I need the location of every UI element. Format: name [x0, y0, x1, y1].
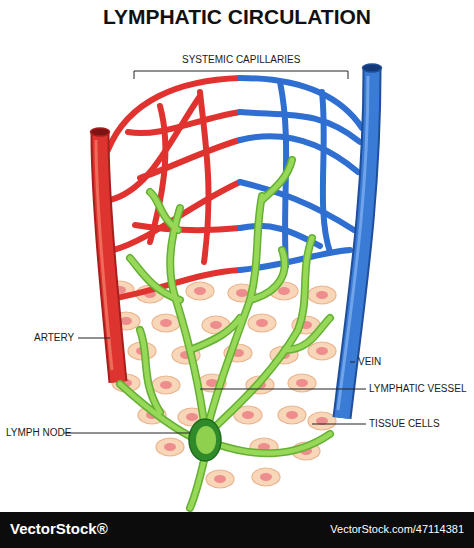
- leader-line: [350, 362, 355, 363]
- tissue-cell: [206, 470, 234, 488]
- part-label: SYSTEMIC CAPILLARIES: [182, 54, 300, 66]
- tissue-cell: [248, 314, 276, 332]
- tissue-cell: [152, 314, 180, 332]
- tissue-cell: [308, 342, 336, 360]
- tissue-cell: [152, 376, 180, 394]
- part-label: ARTERY: [34, 332, 74, 344]
- watermark-bar: [0, 512, 474, 548]
- part-label: TISSUE CELLS: [369, 418, 440, 430]
- leader-line: [312, 424, 366, 425]
- lymphatic-vessels: [120, 160, 330, 508]
- lymph-node-shape: [189, 419, 221, 461]
- vein-vessel: [338, 64, 382, 418]
- part-label: VEIN: [358, 356, 381, 368]
- tissue-cell: [308, 412, 336, 430]
- tissue-cell: [156, 438, 184, 456]
- capillaries-bracket: [134, 71, 348, 79]
- tissue-cell: [252, 468, 280, 486]
- watermark: VectorStock.com/47114381: [330, 522, 464, 536]
- part-label: LYMPH NODE: [6, 427, 71, 439]
- tissue-cell: [186, 282, 214, 300]
- leader-lines: [64, 71, 366, 433]
- watermark: VectorStock®: [10, 520, 108, 538]
- leader-line: [78, 338, 110, 339]
- leader-line: [200, 389, 366, 390]
- part-label: LYMPHATIC VESSEL: [369, 383, 466, 395]
- leader-line: [64, 433, 190, 434]
- tissue-cell: [308, 286, 336, 304]
- diagram-title: LYMPHATIC CIRCULATION: [0, 4, 474, 30]
- artery-vessel: [91, 128, 119, 382]
- tissue-cell: [278, 406, 306, 424]
